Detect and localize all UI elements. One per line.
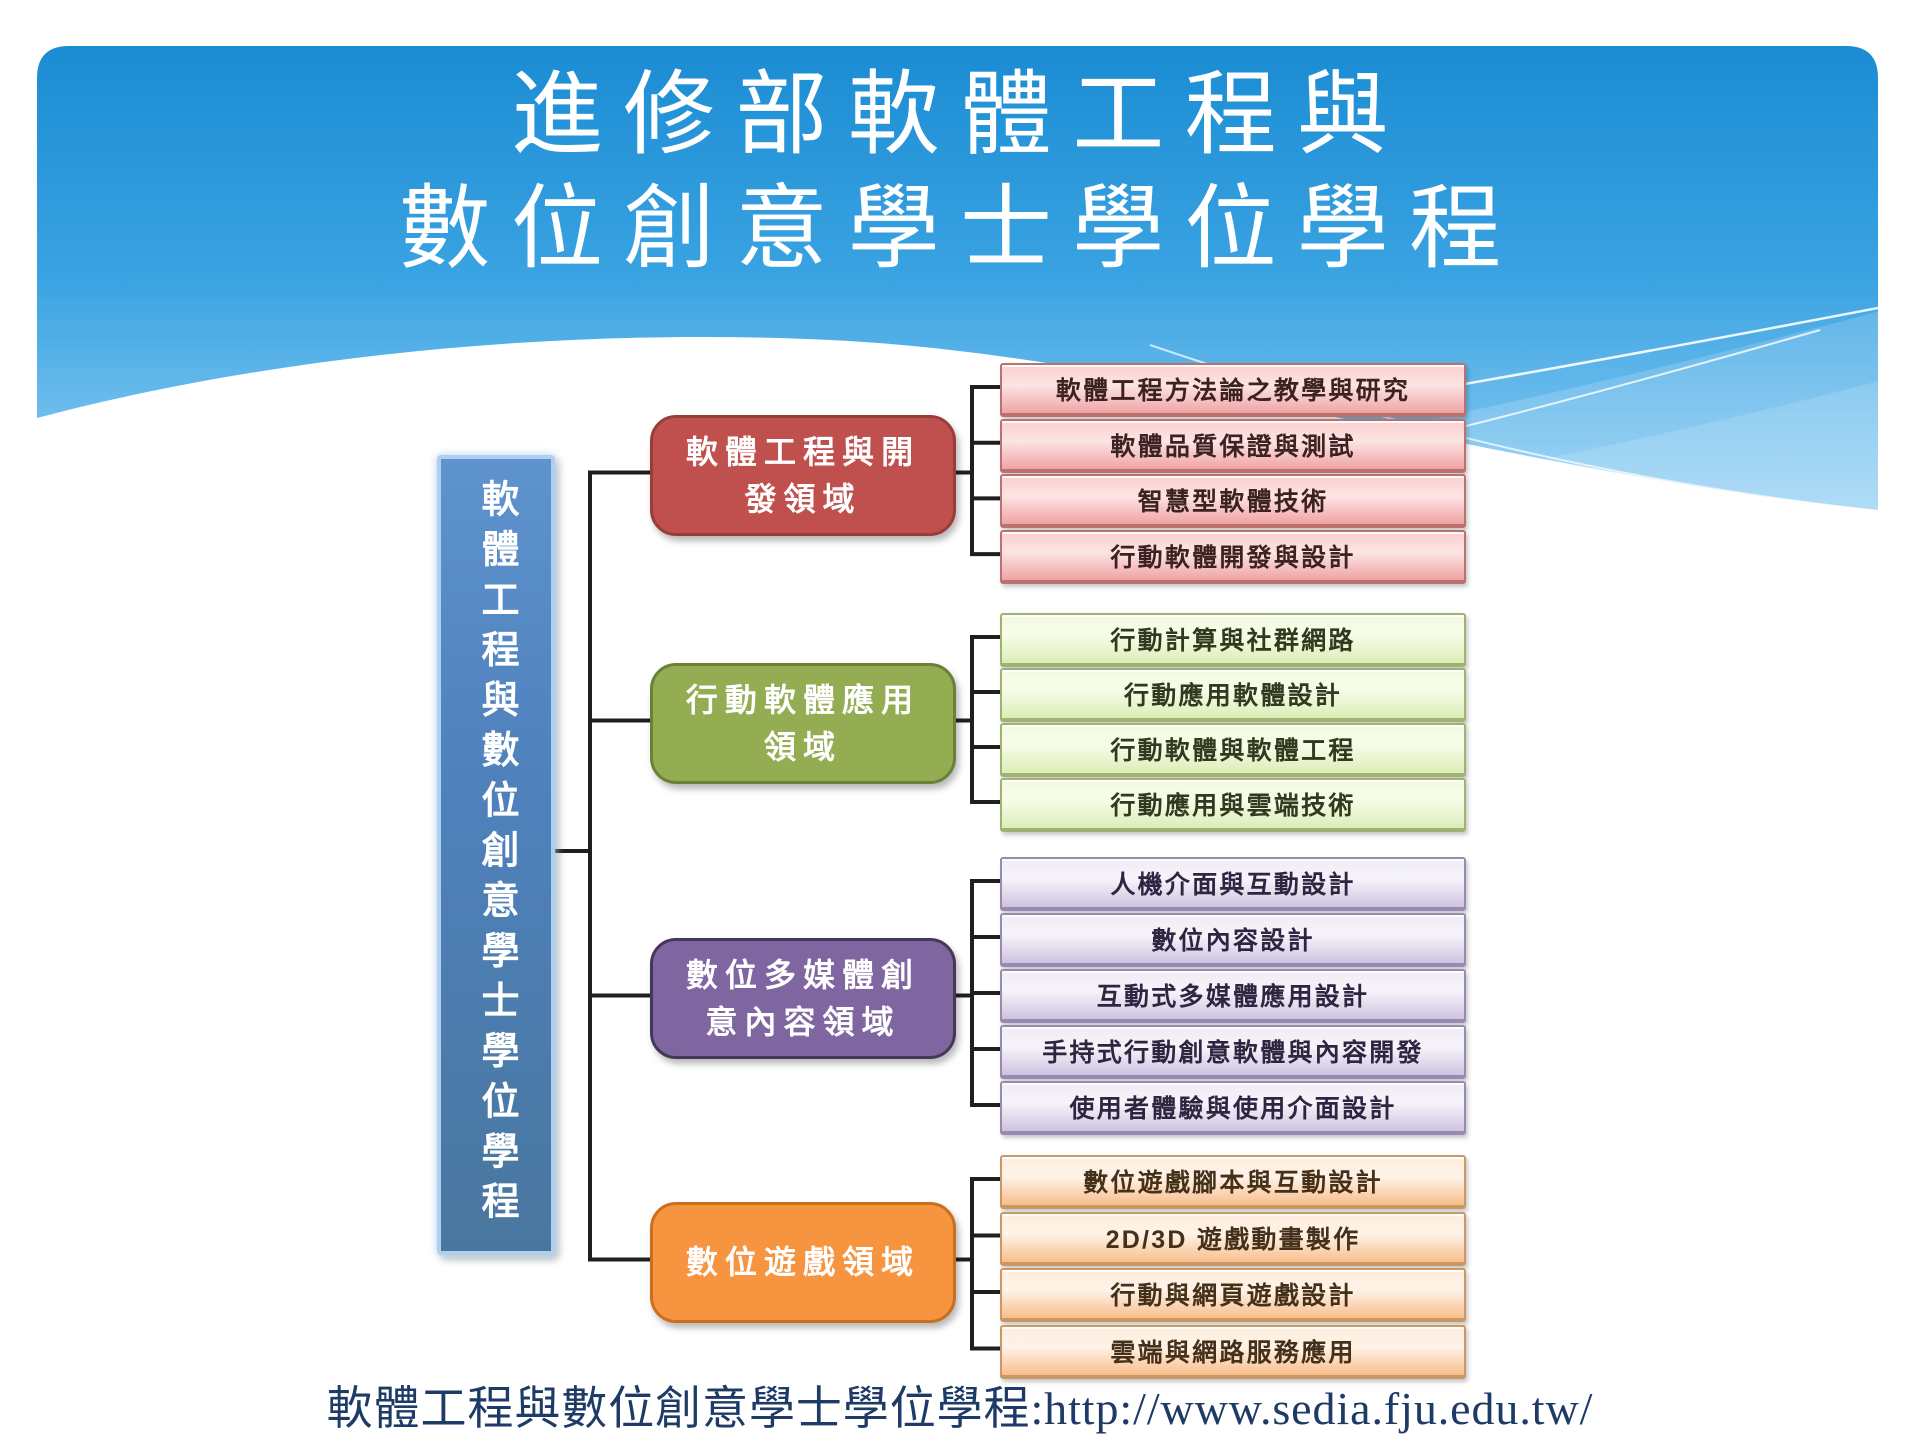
root-node: 軟體工程與數位創意學士學位學程 [437,455,555,1255]
root-label: 軟體工程與數位創意學士學位學程 [475,478,517,1232]
branch-digital-multimedia-creative-content: 數位多媒體創意內容領域 [650,938,956,1059]
branch-digital-game: 數位遊戲領域 [650,1202,956,1323]
branch-label-line: 領域 [763,728,843,765]
course-box: 智慧型軟體技術 [1000,474,1466,529]
branch-label-line: 數位遊戲領域 [685,1244,921,1281]
course-box: 行動計算與社群網路 [1000,613,1466,667]
course-box: 使用者體驗與使用介面設計 [1000,1081,1466,1135]
course-box: 互動式多媒體應用設計 [1000,969,1466,1023]
course-box: 行動軟體與軟體工程 [1000,723,1466,777]
course-box: 軟體品質保證與測試 [1000,418,1466,473]
branch-label-line: 意內容領域 [705,1003,901,1040]
footer-link[interactable]: 軟體工程與數位創意學士學位學程:http://www.sedia.fju.edu… [326,1383,1594,1434]
branch-label-line: 發領域 [744,480,862,517]
course-box: 人機介面與互動設計 [1000,857,1466,911]
title-line-1: 進修部軟體工程與 [511,64,1409,166]
branch-label-line: 數位多媒體創 [685,957,921,994]
slide-title: 進修部軟體工程與 數位創意學士學位學程 [0,58,1920,286]
course-box: 軟體工程方法論之教學與研究 [1000,363,1466,417]
branch-label-line: 行動軟體應用 [685,682,921,719]
course-box: 手持式行動創意軟體與內容開發 [1000,1025,1466,1079]
branch-label-line: 軟體工程與開 [685,434,921,471]
title-line-2: 數位創意學士學位學程 [398,178,1522,281]
branch-software-engineering-development: 軟體工程與開發領域 [650,415,956,536]
course-box: 數位遊戲腳本與互動設計 [1000,1155,1466,1209]
course-box: 數位內容設計 [1000,913,1466,967]
course-box: 雲端與網路服務應用 [1000,1324,1466,1379]
course-box: 行動與網頁遊戲設計 [1000,1268,1466,1322]
course-box: 行動軟體開發與設計 [1000,530,1466,585]
course-box: 行動應用與雲端技術 [1000,778,1466,832]
course-box: 2D/3D 遊戲動畫製作 [1000,1211,1466,1266]
course-box: 行動應用軟體設計 [1000,668,1466,722]
branch-mobile-software-application: 行動軟體應用領域 [650,663,956,784]
